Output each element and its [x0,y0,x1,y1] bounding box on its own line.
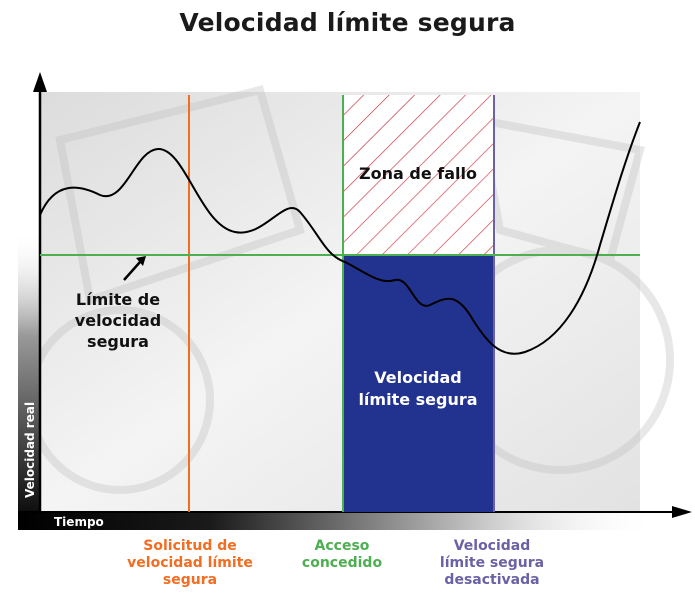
failure-zone-label: Zona de fallo [359,164,477,183]
actual-speed-curve [39,121,641,355]
safe-speed-zone [343,255,494,512]
request-caption: Solicitud de velocidad límite segura [110,538,270,589]
deactivated-caption: Velocidad límite segura desactivada [412,538,572,589]
y-axis-bar [18,230,40,530]
y-axis-arrow [33,72,47,92]
limit-label-arrow [123,261,141,281]
access-caption-line1: Acceso [314,538,370,554]
deactivated-caption-line2: límite segura [439,555,545,571]
limit-label-arrowhead [136,256,146,266]
diagram-title: Velocidad límite segura [179,8,516,37]
limit-label-line1: Límite de [76,290,160,309]
limit-label-line3: segura [87,332,149,351]
deactivated-caption-line1: Velocidad [453,538,531,554]
x-axis-label: Tiempo [54,515,104,529]
request-caption-line1: Solicitud de [143,538,237,554]
access-caption-line2: concedido [301,555,383,571]
safe-zone-label-line1: Velocidad [374,368,462,387]
y-axis-label: Velocidad real [23,402,37,498]
limit-label-line2: velocidad [75,311,161,330]
failure-zone-hatch [343,95,494,255]
x-axis-arrow [672,506,692,518]
access-caption: Acceso concedido [292,538,392,572]
safe-zone-label-line2: límite segura [358,390,477,409]
request-caption-line3: segura [162,572,218,588]
request-caption-line2: velocidad límite [127,555,253,571]
x-axis-bar [18,512,658,530]
deactivated-caption-line3: desactivada [444,572,540,588]
